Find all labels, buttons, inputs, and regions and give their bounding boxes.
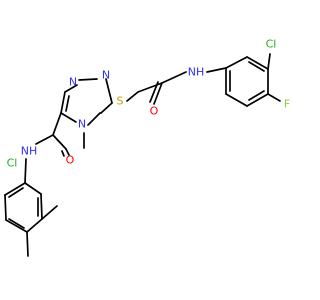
- atom-n-left: N: [69, 76, 77, 89]
- atom-nh-top: NH: [188, 66, 205, 79]
- atom-o-bottom: O: [66, 154, 75, 167]
- atom-cl-top: Cl: [266, 38, 277, 51]
- atom-s: S: [117, 95, 124, 108]
- atom-o-top: O: [150, 105, 159, 118]
- molecule-structure: Cl NH F O S N N N O NH Cl: [4, 38, 291, 257]
- bond-lines: [4, 53, 281, 257]
- atom-f-right: F: [284, 98, 290, 111]
- atom-n-right: N: [102, 69, 110, 82]
- atom-labels: Cl NH F O S N N N O NH Cl: [7, 38, 291, 170]
- atom-nh-bottom: NH: [21, 145, 38, 158]
- atom-n-methyl: N: [78, 118, 86, 131]
- atom-cl-bottom: Cl: [7, 157, 18, 170]
